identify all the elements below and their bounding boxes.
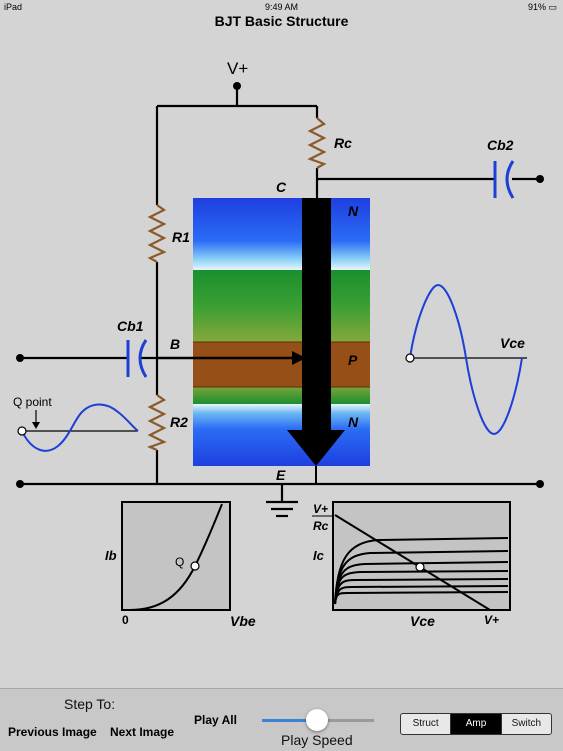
cb1-label: Cb1 [117, 318, 144, 334]
rc-resistor [307, 117, 327, 169]
r1-resistor [147, 204, 167, 263]
cb2-curve [505, 160, 515, 199]
collector-label: C [276, 179, 287, 195]
emitter-label: E [276, 467, 286, 483]
vce-label: Vce [500, 335, 525, 351]
q-label: Q [175, 555, 184, 569]
terminal-dots [16, 82, 544, 488]
transistor-block [193, 198, 370, 466]
base-arrow [292, 351, 306, 365]
vce-axis-label: Vce [410, 613, 435, 629]
bottom-toolbar: Step To: Previous Image Next Image Play … [0, 688, 563, 751]
n-top-label: N [348, 203, 359, 219]
ic-label: Ic [313, 548, 325, 563]
play-all-button[interactable]: Play All [194, 713, 237, 727]
ytop-label: V+ [313, 502, 328, 516]
q-point-label: Q point [13, 395, 52, 409]
battery-label: 91% ▭ [527, 2, 557, 12]
collector-emitter-arrow [287, 198, 345, 466]
mode-amp[interactable]: Amp [451, 714, 502, 734]
step-to-label: Step To: [64, 696, 116, 712]
play-speed-label: Play Speed [281, 732, 353, 748]
previous-image-button[interactable]: Previous Image [8, 725, 97, 739]
next-image-button[interactable]: Next Image [110, 725, 175, 739]
n-bottom-label: N [348, 414, 359, 430]
origin-label: 0 [122, 613, 129, 627]
input-characteristic-graph: Q Ib 0 Vbe [105, 501, 256, 629]
slider-fill [262, 719, 316, 722]
cb1-curve [138, 339, 148, 378]
mode-segmented-control[interactable]: Struct Amp Switch [400, 713, 552, 735]
rc-label: Rc [334, 135, 352, 151]
page-title: BJT Basic Structure [214, 13, 349, 29]
vplus-label: V+ [227, 59, 248, 78]
play-speed-slider[interactable] [262, 709, 374, 731]
output-waveform [405, 283, 527, 436]
cb2-label: Cb2 [487, 137, 514, 153]
time-label: 9:49 AM [264, 2, 299, 12]
xend-label: V+ [484, 613, 499, 627]
status-bar: iPad 9:49 AM 91% ▭ [0, 0, 563, 14]
slider-knob[interactable] [306, 709, 328, 731]
base-label: B [170, 336, 180, 352]
r2-label: R2 [170, 414, 188, 430]
input-waveform: Q point [13, 395, 139, 452]
carrier-label: iPad [4, 2, 23, 12]
r2-resistor [146, 394, 167, 452]
circuit-wires [20, 86, 540, 518]
mode-struct[interactable]: Struct [401, 714, 452, 734]
bjt-diagram: V+ Rc R1 R2 Cb1 Cb2 C B E N P N Vce Q po… [13, 59, 544, 629]
ib-label: Ib [105, 548, 117, 563]
output-characteristic-graph: V+ Rc Ic Vce V+ [312, 501, 511, 629]
ybottom-label: Rc [313, 519, 329, 533]
vbe-label: Vbe [230, 613, 256, 629]
p-label: P [348, 352, 358, 368]
mode-switch[interactable]: Switch [511, 718, 542, 729]
r1-label: R1 [172, 229, 190, 245]
